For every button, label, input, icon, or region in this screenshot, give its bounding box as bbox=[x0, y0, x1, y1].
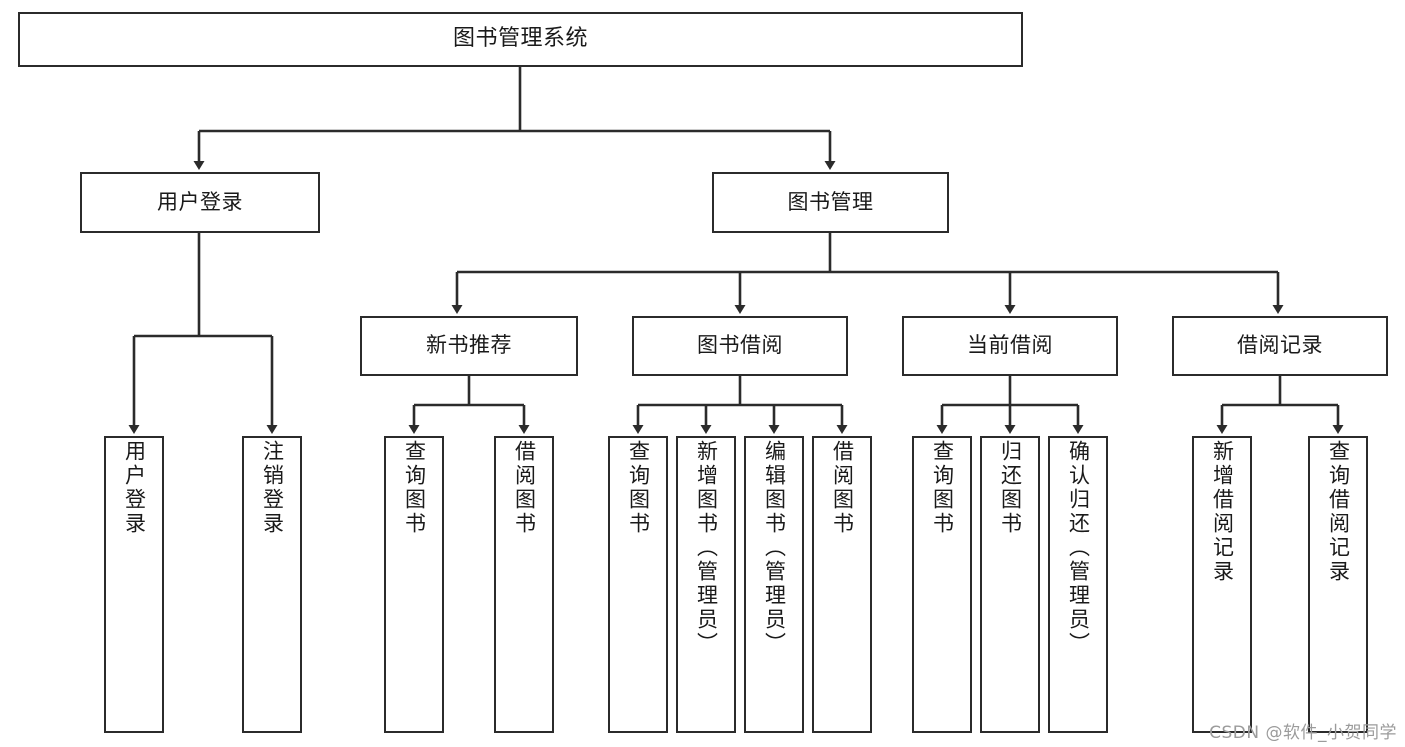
node-label: 查询图书 bbox=[930, 440, 955, 536]
node-label: 新增图书（管理员） bbox=[694, 440, 719, 656]
node-label: 新增借阅记录 bbox=[1210, 440, 1235, 584]
node-label: 图书管理系统 bbox=[452, 26, 588, 52]
node-label: 借阅图书 bbox=[830, 440, 855, 536]
node-leaf-query-book-borrow[interactable]: 查询图书 bbox=[608, 436, 668, 733]
node-new-book-recommend[interactable]: 新书推荐 bbox=[360, 316, 578, 376]
node-label: 用户登录 bbox=[122, 440, 147, 536]
node-leaf-borrow-book-recommend[interactable]: 借阅图书 bbox=[494, 436, 554, 733]
node-label: 查询图书 bbox=[626, 440, 651, 536]
node-leaf-return-book[interactable]: 归还图书 bbox=[980, 436, 1040, 733]
node-user-login[interactable]: 用户登录 bbox=[80, 172, 320, 233]
node-leaf-logout-login[interactable]: 注销登录 bbox=[242, 436, 302, 733]
node-root-book-management-system[interactable]: 图书管理系统 bbox=[18, 12, 1023, 67]
node-borrow-record[interactable]: 借阅记录 bbox=[1172, 316, 1388, 376]
node-leaf-query-book-recommend[interactable]: 查询图书 bbox=[384, 436, 444, 733]
node-label: 借阅记录 bbox=[1237, 333, 1323, 358]
node-label: 当前借阅 bbox=[967, 333, 1053, 358]
node-label: 借阅图书 bbox=[512, 440, 537, 536]
node-label: 归还图书 bbox=[998, 440, 1023, 536]
node-label: 查询借阅记录 bbox=[1326, 440, 1351, 584]
node-label: 确认归还（管理员） bbox=[1066, 440, 1091, 656]
node-current-borrow[interactable]: 当前借阅 bbox=[902, 316, 1118, 376]
watermark-text: CSDN @软件_小贺同学 bbox=[1209, 723, 1397, 743]
node-leaf-add-borrow-record[interactable]: 新增借阅记录 bbox=[1192, 436, 1252, 733]
node-leaf-query-borrow-record[interactable]: 查询借阅记录 bbox=[1308, 436, 1368, 733]
node-leaf-edit-book-admin[interactable]: 编辑图书（管理员） bbox=[744, 436, 804, 733]
node-label: 注销登录 bbox=[260, 440, 285, 536]
node-book-borrow[interactable]: 图书借阅 bbox=[632, 316, 848, 376]
node-label: 新书推荐 bbox=[426, 333, 512, 358]
node-label: 查询图书 bbox=[402, 440, 427, 536]
node-label: 用户登录 bbox=[157, 189, 243, 214]
node-label: 编辑图书（管理员） bbox=[762, 440, 787, 656]
node-leaf-confirm-return-admin[interactable]: 确认归还（管理员） bbox=[1048, 436, 1108, 733]
node-label: 图书借阅 bbox=[697, 333, 783, 358]
node-book-management[interactable]: 图书管理 bbox=[712, 172, 949, 233]
node-label: 图书管理 bbox=[787, 189, 874, 214]
node-leaf-add-book-admin[interactable]: 新增图书（管理员） bbox=[676, 436, 736, 733]
node-leaf-user-login[interactable]: 用户登录 bbox=[104, 436, 164, 733]
node-leaf-borrow-book[interactable]: 借阅图书 bbox=[812, 436, 872, 733]
node-leaf-query-book-current[interactable]: 查询图书 bbox=[912, 436, 972, 733]
